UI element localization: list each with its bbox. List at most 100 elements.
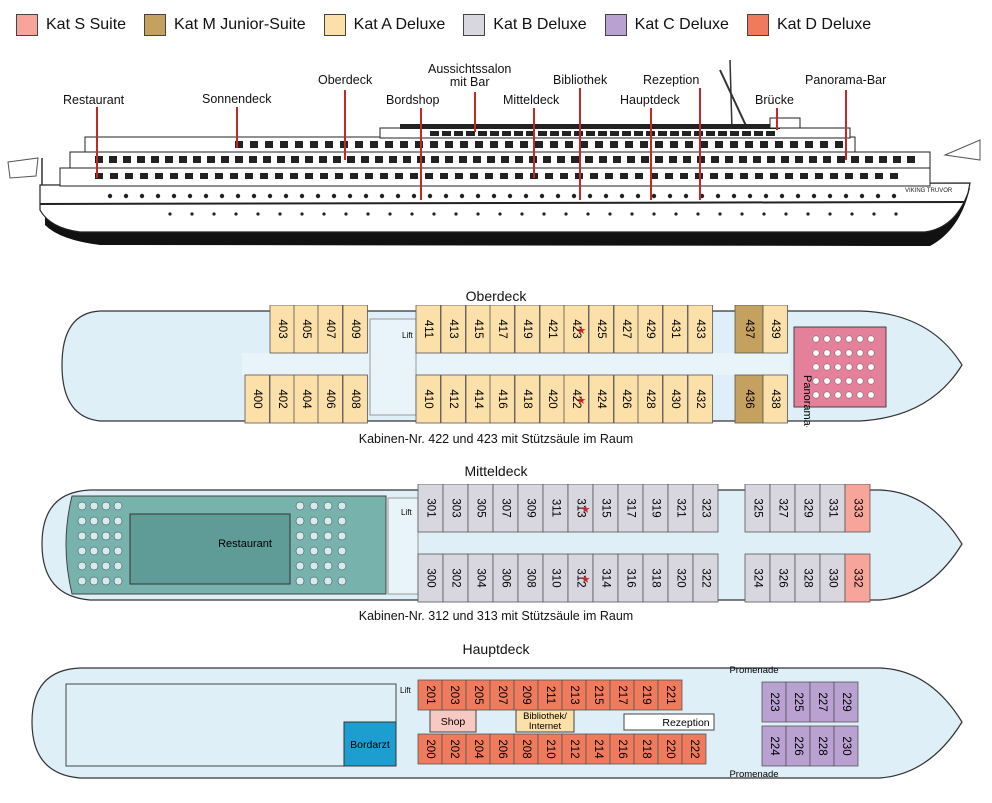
cabin-303[interactable]: 303 <box>442 484 469 533</box>
cabin-207[interactable]: 207 <box>489 679 515 711</box>
cabin-408[interactable]: 408 <box>342 374 368 424</box>
cabin-222[interactable]: 222 <box>681 733 707 765</box>
cabin-415[interactable]: 415 <box>465 305 491 354</box>
cabin-205[interactable]: 205 <box>465 679 491 711</box>
cabin-325[interactable]: 325 <box>744 484 771 533</box>
cabin-437[interactable]: 437 <box>734 305 764 354</box>
cabin-405[interactable]: 405 <box>293 305 319 354</box>
cabin-311[interactable]: 311 <box>542 484 569 533</box>
cabin-332[interactable]: 332 <box>844 553 871 603</box>
cabin-323[interactable]: 323 <box>692 484 719 533</box>
cabin-221[interactable]: 221 <box>657 679 683 711</box>
cabin-406[interactable]: 406 <box>317 374 343 424</box>
cabin-203[interactable]: 203 <box>441 679 467 711</box>
cabin-331[interactable]: 331 <box>819 484 846 533</box>
cabin-307[interactable]: 307 <box>492 484 519 533</box>
cabin-316[interactable]: 316 <box>617 553 644 603</box>
cabin-225[interactable]: 225 <box>785 681 811 723</box>
cabin-438[interactable]: 438 <box>762 374 788 424</box>
cabin-411[interactable]: 411 <box>415 305 441 354</box>
cabin-419[interactable]: 419 <box>514 305 540 354</box>
cabin-427[interactable]: 427 <box>613 305 639 354</box>
cabin-422[interactable]: 422★ <box>563 374 589 424</box>
cabin-224[interactable]: 224 <box>761 725 787 767</box>
cabin-301[interactable]: 301 <box>417 484 444 533</box>
cabin-432[interactable]: 432 <box>687 374 713 424</box>
cabin-200[interactable]: 200 <box>417 733 443 765</box>
cabin-402[interactable]: 402 <box>269 374 295 424</box>
cabin-412[interactable]: 412 <box>440 374 466 424</box>
cabin-309[interactable]: 309 <box>517 484 544 533</box>
cabin-429[interactable]: 429 <box>637 305 663 354</box>
cabin-206[interactable]: 206 <box>489 733 515 765</box>
cabin-320[interactable]: 320 <box>667 553 694 603</box>
cabin-324[interactable]: 324 <box>744 553 771 603</box>
cabin-431[interactable]: 431 <box>662 305 688 354</box>
cabin-439[interactable]: 439 <box>762 305 788 354</box>
cabin-216[interactable]: 216 <box>609 733 635 765</box>
cabin-226[interactable]: 226 <box>785 725 811 767</box>
cabin-327[interactable]: 327 <box>769 484 796 533</box>
cabin-305[interactable]: 305 <box>467 484 494 533</box>
cabin-433[interactable]: 433 <box>687 305 713 354</box>
cabin-322[interactable]: 322 <box>692 553 719 603</box>
cabin-436[interactable]: 436 <box>734 374 764 424</box>
cabin-326[interactable]: 326 <box>769 553 796 603</box>
cabin-414[interactable]: 414 <box>465 374 491 424</box>
cabin-409[interactable]: 409 <box>342 305 368 354</box>
cabin-423[interactable]: 423★ <box>563 305 589 354</box>
cabin-425[interactable]: 425 <box>588 305 614 354</box>
cabin-400[interactable]: 400 <box>244 374 270 424</box>
cabin-201[interactable]: 201 <box>417 679 443 711</box>
cabin-420[interactable]: 420 <box>539 374 565 424</box>
cabin-318[interactable]: 318 <box>642 553 669 603</box>
cabin-404[interactable]: 404 <box>293 374 319 424</box>
cabin-426[interactable]: 426 <box>613 374 639 424</box>
cabin-430[interactable]: 430 <box>662 374 688 424</box>
cabin-306[interactable]: 306 <box>492 553 519 603</box>
cabin-304[interactable]: 304 <box>467 553 494 603</box>
cabin-319[interactable]: 319 <box>642 484 669 533</box>
cabin-421[interactable]: 421 <box>539 305 565 354</box>
cabin-219[interactable]: 219 <box>633 679 659 711</box>
cabin-410[interactable]: 410 <box>415 374 441 424</box>
cabin-220[interactable]: 220 <box>657 733 683 765</box>
cabin-329[interactable]: 329 <box>794 484 821 533</box>
cabin-211[interactable]: 211 <box>537 679 563 711</box>
cabin-321[interactable]: 321 <box>667 484 694 533</box>
cabin-310[interactable]: 310 <box>542 553 569 603</box>
cabin-302[interactable]: 302 <box>442 553 469 603</box>
cabin-317[interactable]: 317 <box>617 484 644 533</box>
cabin-208[interactable]: 208 <box>513 733 539 765</box>
cabin-209[interactable]: 209 <box>513 679 539 711</box>
cabin-428[interactable]: 428 <box>637 374 663 424</box>
cabin-403[interactable]: 403 <box>269 305 295 354</box>
cabin-218[interactable]: 218 <box>633 733 659 765</box>
cabin-300[interactable]: 300 <box>417 553 444 603</box>
cabin-418[interactable]: 418 <box>514 374 540 424</box>
cabin-202[interactable]: 202 <box>441 733 467 765</box>
cabin-424[interactable]: 424 <box>588 374 614 424</box>
cabin-333[interactable]: 333 <box>844 484 871 533</box>
cabin-215[interactable]: 215 <box>585 679 611 711</box>
cabin-308[interactable]: 308 <box>517 553 544 603</box>
cabin-217[interactable]: 217 <box>609 679 635 711</box>
cabin-228[interactable]: 228 <box>809 725 835 767</box>
cabin-313[interactable]: 313★ <box>567 484 594 533</box>
cabin-229[interactable]: 229 <box>833 681 859 723</box>
cabin-204[interactable]: 204 <box>465 733 491 765</box>
cabin-330[interactable]: 330 <box>819 553 846 603</box>
cabin-210[interactable]: 210 <box>537 733 563 765</box>
cabin-328[interactable]: 328 <box>794 553 821 603</box>
cabin-315[interactable]: 315 <box>592 484 619 533</box>
cabin-416[interactable]: 416 <box>489 374 515 424</box>
cabin-413[interactable]: 413 <box>440 305 466 354</box>
cabin-417[interactable]: 417 <box>489 305 515 354</box>
cabin-230[interactable]: 230 <box>833 725 859 767</box>
cabin-213[interactable]: 213 <box>561 679 587 711</box>
cabin-223[interactable]: 223 <box>761 681 787 723</box>
cabin-407[interactable]: 407 <box>317 305 343 354</box>
cabin-214[interactable]: 214 <box>585 733 611 765</box>
cabin-314[interactable]: 314 <box>592 553 619 603</box>
cabin-212[interactable]: 212 <box>561 733 587 765</box>
